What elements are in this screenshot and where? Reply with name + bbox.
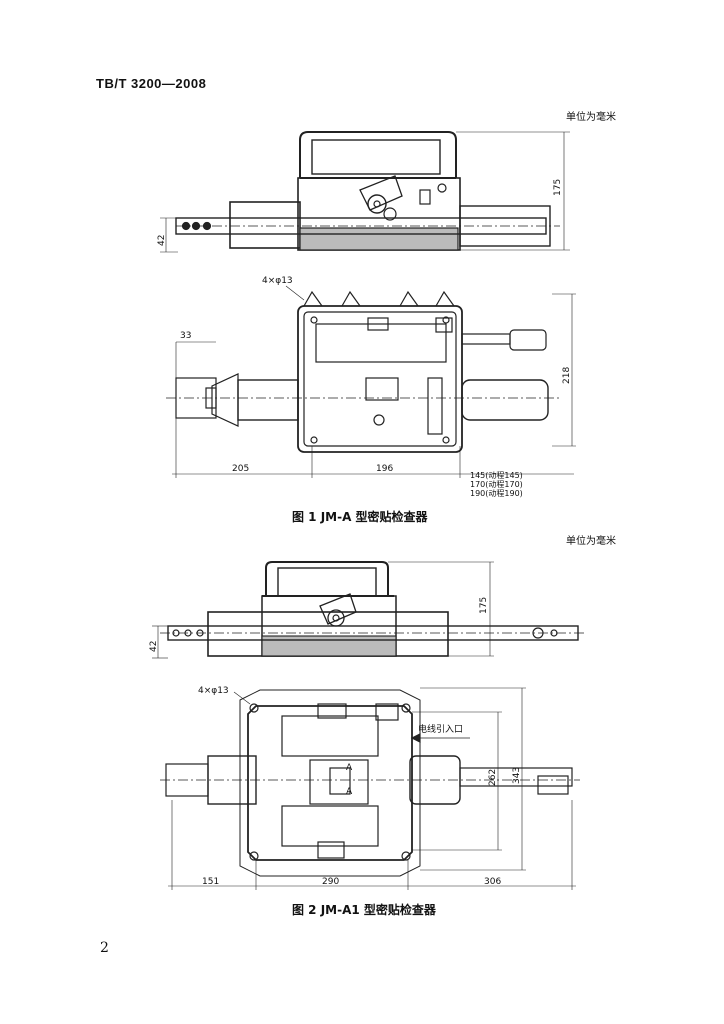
figure2-side-view [152,561,584,659]
f2-holes: 4×φ13 [198,686,229,696]
f1-dim-175: 175 [553,179,563,196]
standard-number: TB/T 3200—2008 [96,76,207,91]
f2-dim-306: 306 [484,877,501,887]
f2-dim-175: 175 [479,597,489,614]
f1-dim-205: 205 [232,464,249,474]
f2-section-a-bottom: A [346,787,353,797]
f1-dim-218: 218 [562,367,572,384]
f2-dim-42: 42 [149,641,159,652]
figure1-top-view [166,285,576,478]
f2-cable-entry: 电线引入口 [418,723,463,735]
f2-dim-151: 151 [202,877,219,887]
figure2-top-view [160,687,580,890]
f2-dim-290: 290 [322,877,339,887]
f2-section-a-top: A [346,763,353,773]
figure1-side-view [160,131,570,253]
figure1-unit-note: 单位为毫米 [566,112,616,123]
f1-stroke-145: 145(动程145) [470,470,523,480]
f1-dim-196: 196 [376,464,393,474]
f1-stroke-190: 190(动程190) [470,488,523,498]
f1-dim-42: 42 [157,235,167,246]
figure2-caption: 图 2 JM-A1 型密贴检查器 [292,903,436,917]
f2-dim-262: 262 [488,769,498,786]
f2-dim-343: 343 [512,767,522,784]
figure2-unit-note: 单位为毫米 [566,536,616,547]
f1-dim-33: 33 [180,331,191,341]
figure1-caption: 图 1 JM-A 型密贴检查器 [292,510,428,524]
f1-stroke-170: 170(动程170) [470,479,523,489]
page-number: 2 [100,940,109,956]
f1-holes: 4×φ13 [262,276,293,286]
